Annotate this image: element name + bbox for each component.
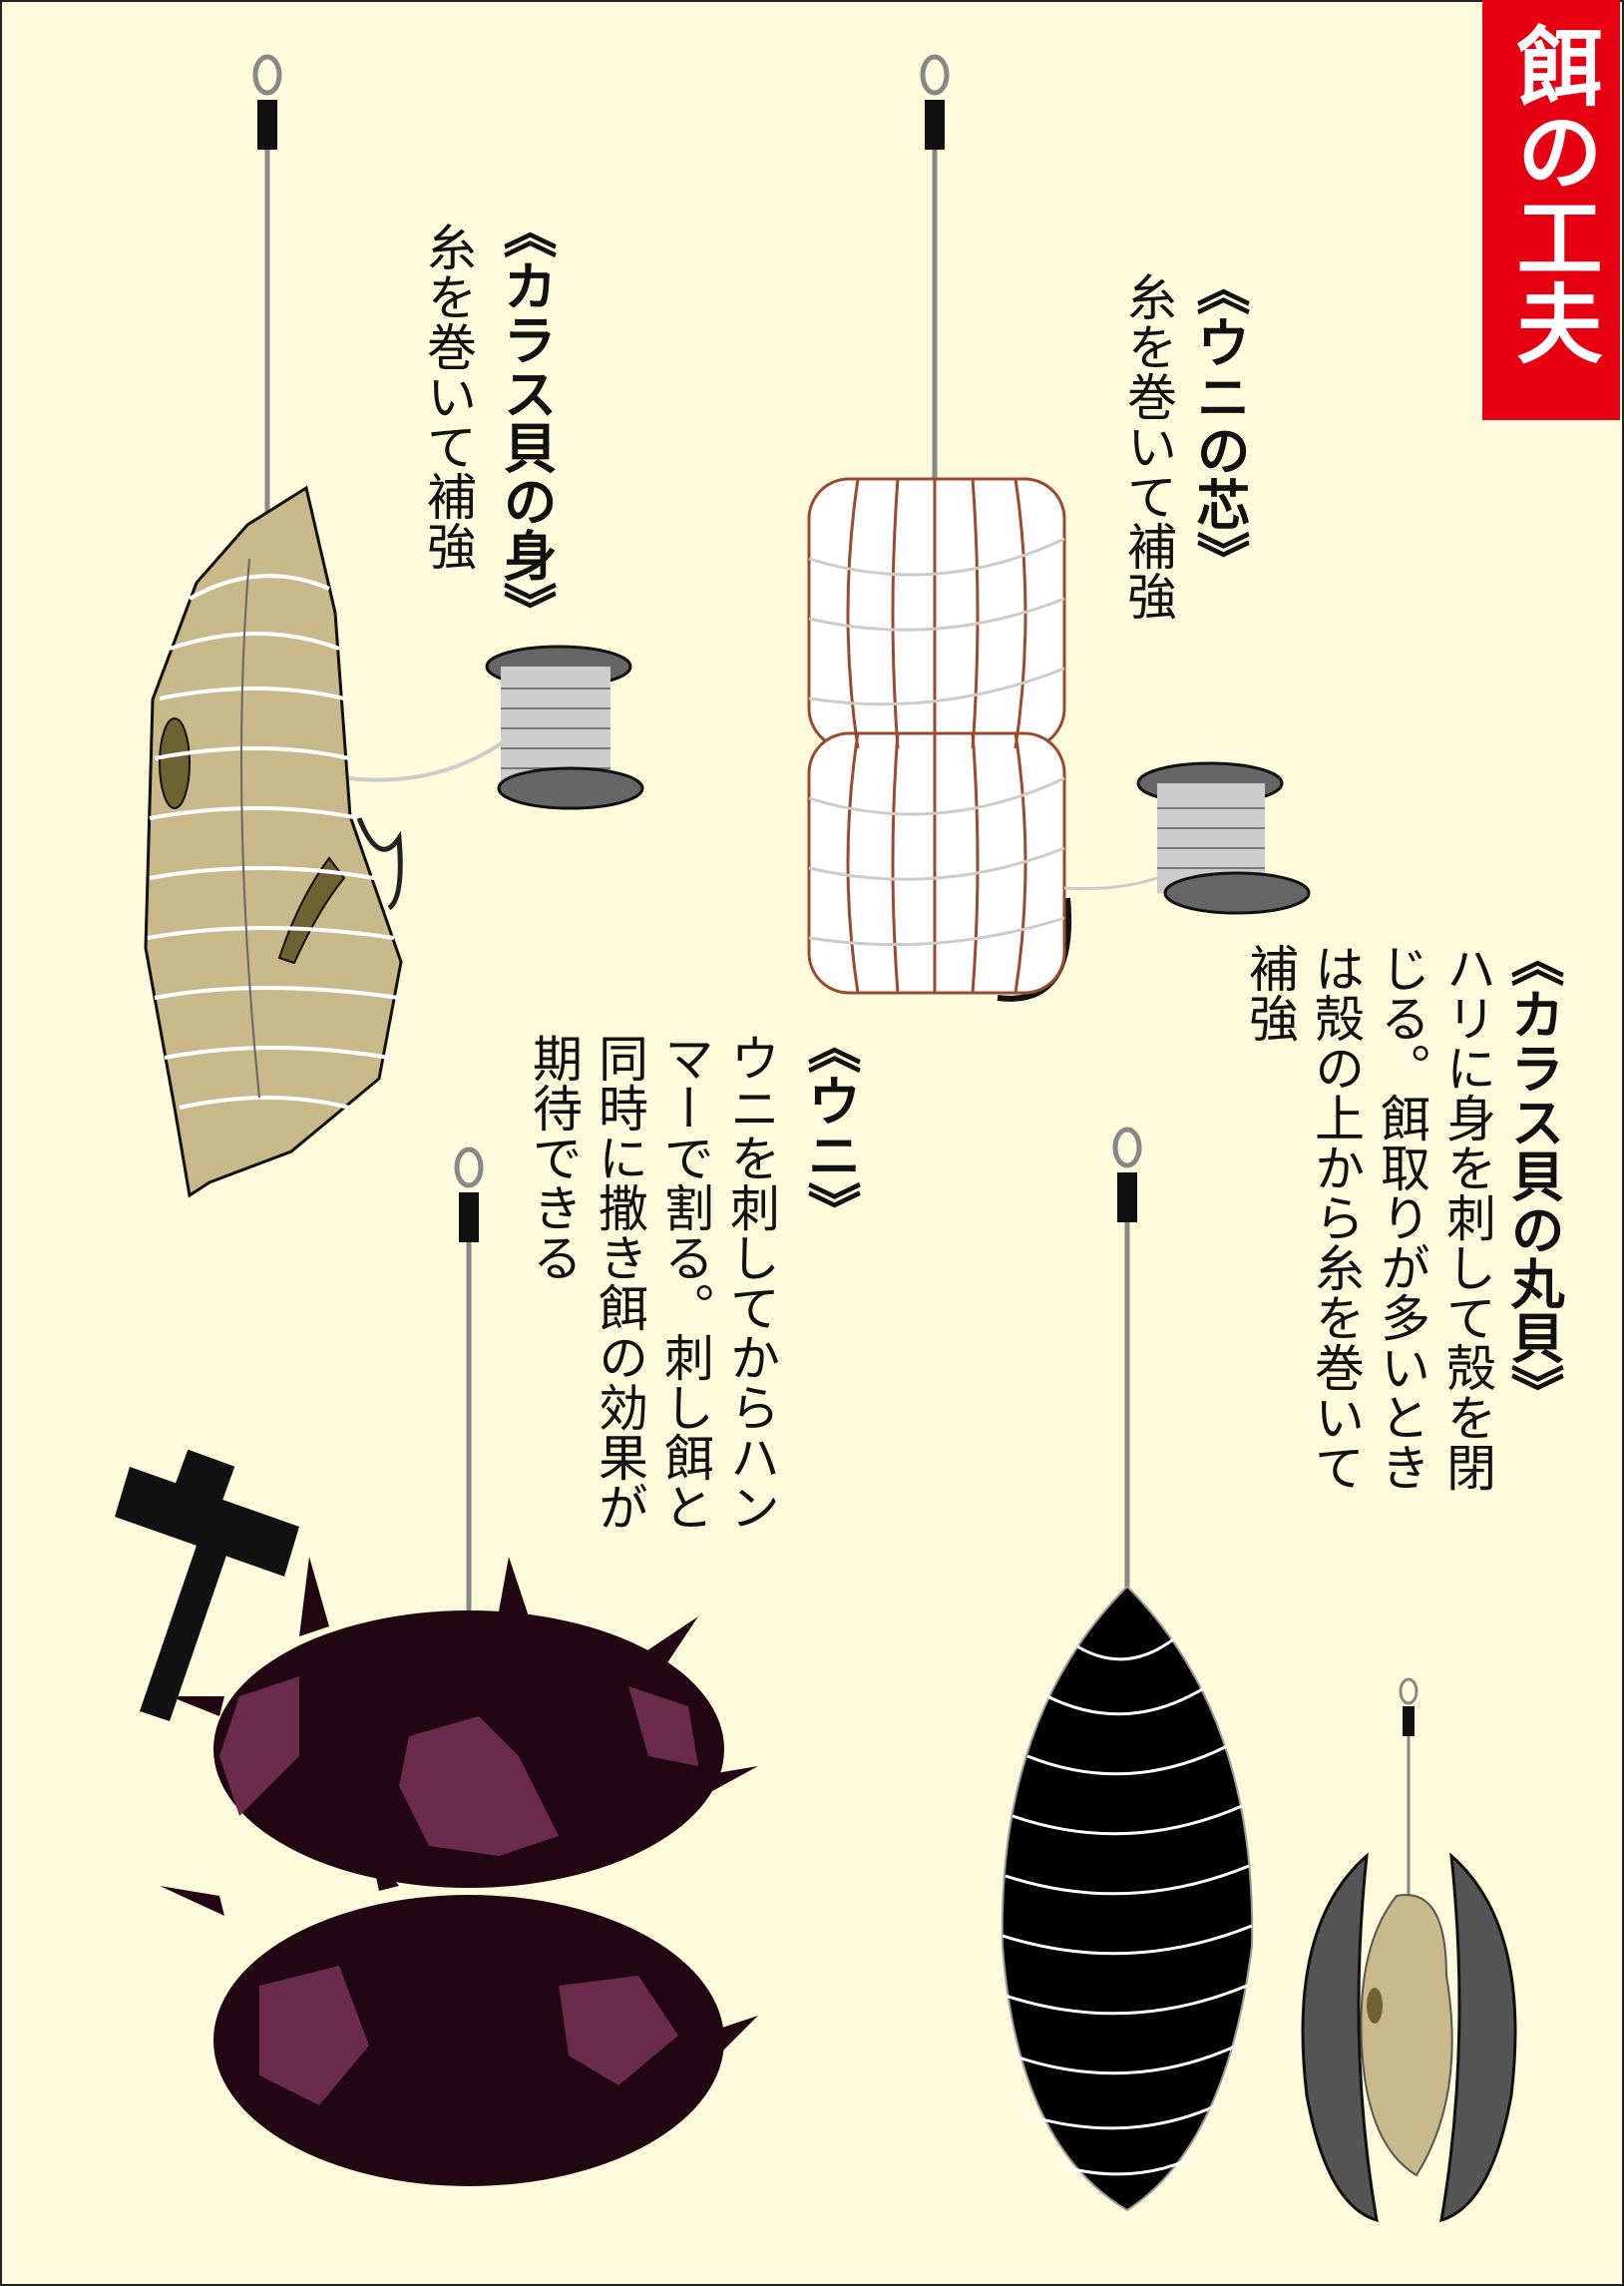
page-title: 餌の工夫 xyxy=(1501,22,1601,365)
thread-spool-2 xyxy=(1136,761,1311,915)
urchin-line: 同時に撒き餌の効果が xyxy=(591,1033,648,1532)
urchin-line: マーで割る。刺し餌と xyxy=(656,1033,714,1532)
thread-spool-1 xyxy=(485,645,644,810)
whole-mussel-line: は殻の上から糸を巻いて xyxy=(1307,943,1365,1492)
hook-urchin xyxy=(454,1146,484,1616)
mussel-meat-label: 《カラス貝の身》 xyxy=(494,205,557,636)
urchin-line: ウニを刺してからハン xyxy=(722,1033,780,1532)
small-open-mussel xyxy=(1301,1677,1517,2223)
urchin-line: 期待できる xyxy=(525,1033,583,1282)
mussel-meat xyxy=(144,485,511,1198)
whole-mussel-line: ハリに身を刺して殻を閉 xyxy=(1438,943,1496,1492)
urchin-label: 《ウニ》 xyxy=(798,1020,861,1235)
whole-mussel-line: じる。餌取りが多いとき xyxy=(1373,943,1430,1492)
whole-mussel-line: 補強 xyxy=(1241,943,1299,1043)
hook-mussel-meat xyxy=(252,54,282,519)
urchin-core-body: 糸を巻いて補強 xyxy=(1119,271,1177,621)
urchin-core-label: 《ウニの芯》 xyxy=(1187,261,1250,585)
hook-whole-mussel xyxy=(1112,1127,1142,1597)
sea-urchin xyxy=(160,1557,758,2186)
whole-mussel-label: 《カラス貝の丸貝》 xyxy=(1501,933,1564,1418)
hammer-icon xyxy=(115,1449,299,1721)
whole-mussel-body: ハリに身を刺して殻を閉 じる。餌取りが多いとき は殻の上から糸を巻いて 補強 xyxy=(1237,943,1500,1542)
title-banner xyxy=(1482,0,1620,420)
urchin-core xyxy=(807,477,1198,995)
mussel-meat-body: 糸を巻いて補強 xyxy=(419,222,477,571)
wrapped-mussel xyxy=(1001,1585,1254,2212)
urchin-body: ウニを刺してからハン マーで割る。刺し餌と 同時に撒き餌の効果が 期待できる xyxy=(521,1033,784,1592)
